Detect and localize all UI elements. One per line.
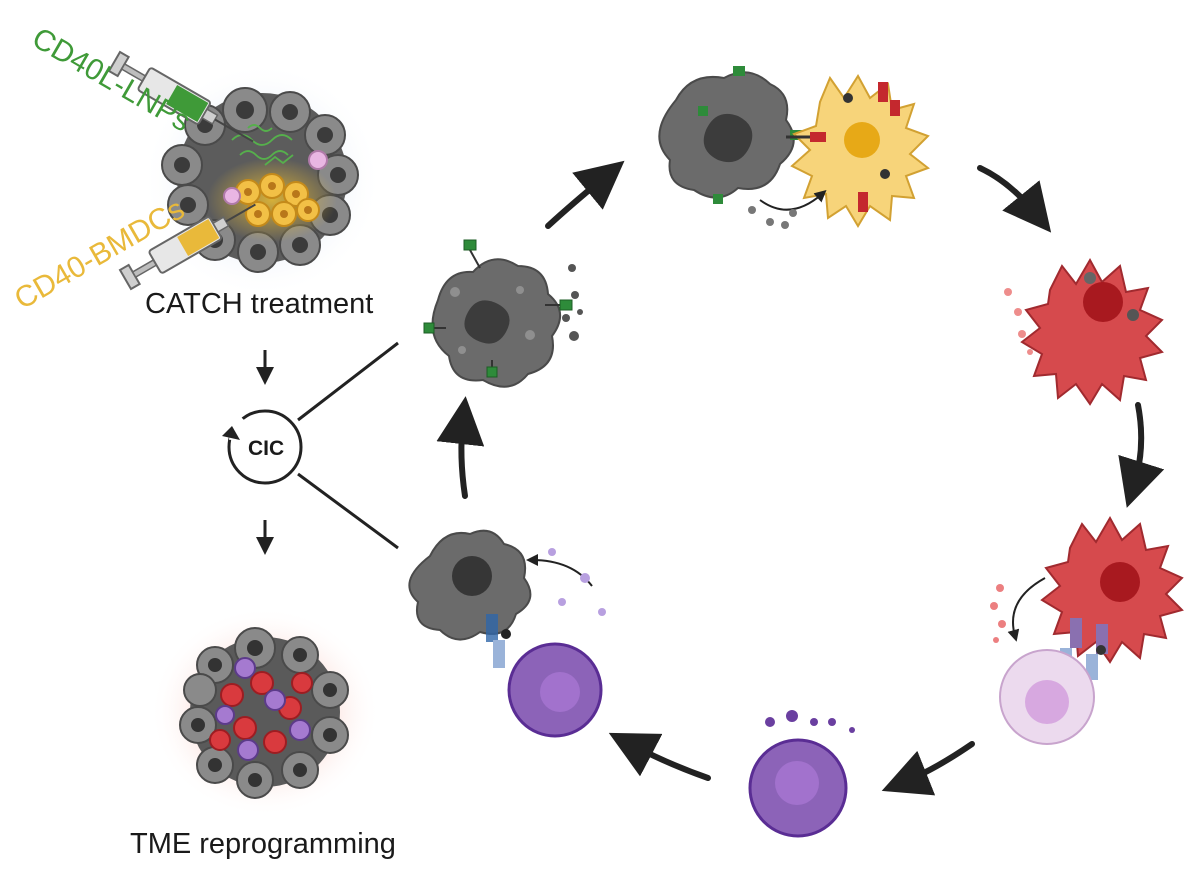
pink-cell-a	[308, 150, 328, 170]
bmdc-syringe-icon	[118, 203, 256, 291]
pink-cell-b	[223, 187, 241, 205]
left-flow: CIC	[222, 341, 399, 555]
mature-dendritic-cell	[1004, 257, 1164, 406]
t-cell-killing	[408, 529, 606, 738]
catch-treatment-panel: CD40L-LNPs CD40-BMDCs CATCH treatment	[9, 21, 382, 320]
connector-to-cycle-bottom	[297, 472, 399, 550]
tme-reprogramming-label: TME reprogramming	[130, 828, 396, 860]
red-dendritic-cells	[209, 671, 313, 754]
antigen-presentation	[990, 515, 1184, 745]
released-antigens	[562, 264, 583, 341]
arrow-to-activated-t	[881, 741, 975, 796]
catch-treatment-label: CATCH treatment	[145, 288, 373, 320]
cd40l-receptors	[810, 82, 900, 212]
tme-reprogramming-panel: TME reprogramming	[130, 607, 396, 860]
pale-t-cell	[999, 649, 1095, 745]
dying-tumor-cell	[423, 239, 583, 388]
tcr-binding	[486, 614, 511, 668]
connector-to-cycle-top	[297, 341, 399, 422]
arrow-to-death	[436, 396, 485, 499]
antigen-transfer-arrow	[759, 190, 827, 211]
lnp-syringe-icon	[107, 50, 254, 143]
cycle-arrows	[436, 160, 1165, 796]
arrow-to-killing	[608, 732, 711, 781]
cic-cycle-icon	[222, 409, 303, 485]
arrow-to-presentation	[1118, 402, 1165, 508]
arrow-to-dc-contact	[545, 160, 625, 229]
cic-label: CIC	[248, 437, 284, 460]
purple-t-cells	[215, 657, 311, 761]
treated-tumor-mass	[161, 87, 359, 273]
reprogrammed-tumor-mass	[179, 627, 349, 799]
activated-t-cell	[748, 710, 855, 838]
arrow-to-mature-dc	[977, 165, 1052, 233]
tumor-dc-contact	[658, 66, 931, 229]
